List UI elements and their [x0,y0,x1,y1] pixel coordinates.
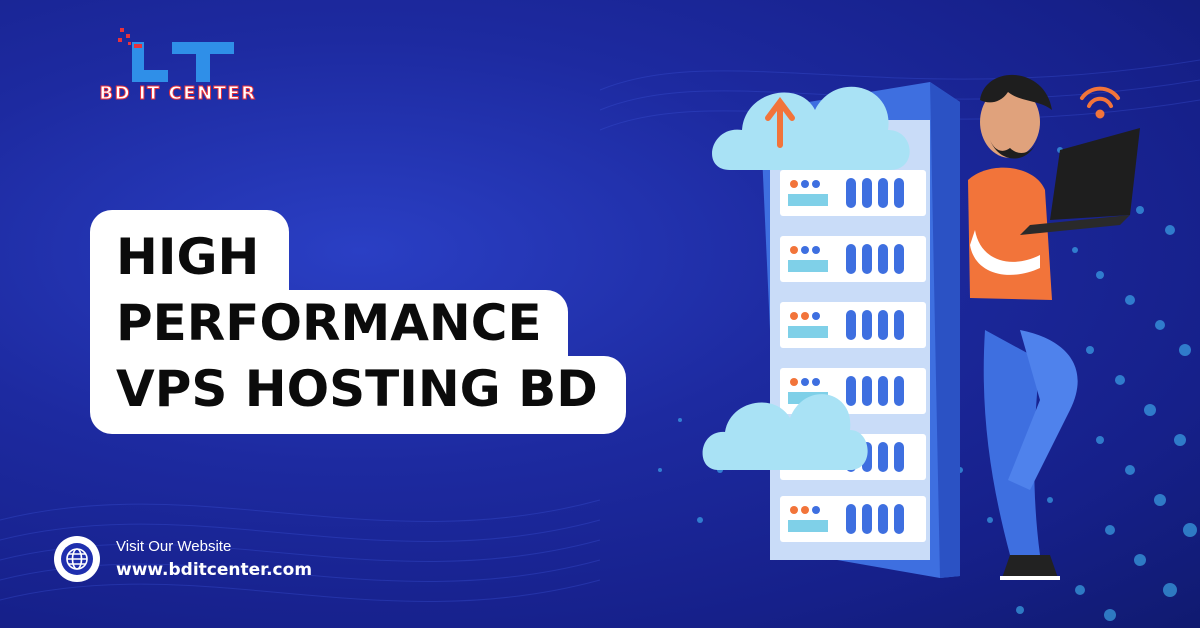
headline-line-1: HIGH [90,210,290,290]
website-link[interactable]: www.bditcenter.com [116,560,313,580]
person-illustration [968,74,1078,580]
logo-pixel-dots [118,28,131,45]
headline-line-2: PERFORMANCE [90,290,568,356]
headline-line-3: VPS HOSTING BD [90,356,626,434]
cloud-upload-icon [712,86,910,170]
brand-logo [118,28,234,82]
hosting-illustration [702,74,1140,580]
brand-name: BD IT CENTER [99,83,257,105]
globe-icon [54,536,100,582]
headline: HIGH PERFORMANCE VPS HOSTING BD [90,210,626,434]
wifi-icon [1080,86,1120,119]
logo-letters [132,42,234,82]
laptop-icon [1020,128,1140,235]
visit-website[interactable]: Visit Our Website www.bditcenter.com [54,536,374,584]
visit-label: Visit Our Website [116,538,232,555]
cloud-icon [702,394,868,470]
